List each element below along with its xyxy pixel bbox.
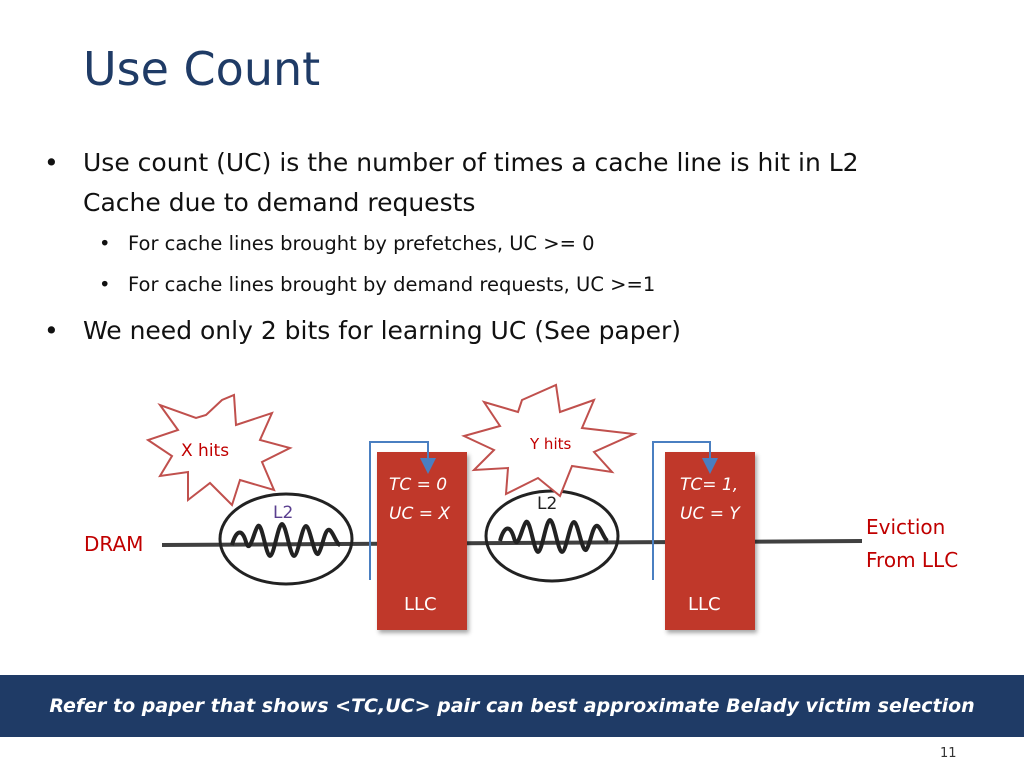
arrow-right — [652, 441, 718, 580]
bullet-line: Use count (UC) is the number of times a … — [83, 148, 859, 177]
bullet-two-bits: We need only 2 bits for learning UC (See… — [40, 311, 1000, 351]
llc-right-uc: UC = Y — [680, 504, 741, 524]
cache-diagram: DRAM L2 L2 X hits Y hits TC = 0 UC = X L… — [84, 383, 958, 630]
dram-label: DRAM — [84, 532, 143, 556]
l2-right-ellipse — [484, 489, 620, 583]
llc-left-tc: TC = 0 — [389, 475, 447, 495]
sub-bullet-prefetch: For cache lines brought by prefetches, U… — [40, 223, 1000, 264]
resistor-right — [498, 517, 610, 555]
l2-right-label: L2 — [537, 494, 557, 514]
llc-left-uc: UC = X — [389, 504, 450, 524]
l2-left-label: L2 — [273, 503, 293, 523]
bullet-use-count: Use count (UC) is the number of times a … — [40, 143, 1000, 223]
resistor-left — [230, 521, 342, 559]
slide-title: Use Count — [83, 42, 321, 96]
l2-left-ellipse — [218, 492, 354, 586]
y-hits-label: Y hits — [529, 435, 571, 453]
eviction-label-line2: From LLC — [866, 548, 958, 572]
llc-right-tc: TC= 1, — [680, 475, 738, 495]
sub-bullet-demand: For cache lines brought by demand reques… — [40, 264, 1000, 305]
arrow-left — [369, 441, 436, 580]
x-hits-burst — [145, 393, 293, 507]
bullet-line: Cache due to demand requests — [83, 188, 476, 217]
footer-text: Refer to paper that shows <TC,UC> pair c… — [49, 695, 975, 717]
bullet-list: Use count (UC) is the number of times a … — [40, 143, 1000, 351]
llc-right-box — [665, 452, 755, 630]
footer-banner: Refer to paper that shows <TC,UC> pair c… — [0, 675, 1024, 737]
eviction-label-line1: Eviction — [866, 515, 945, 539]
x-hits-label: X hits — [181, 441, 229, 461]
llc-left-label: LLC — [404, 594, 437, 615]
llc-right-label: LLC — [688, 594, 721, 615]
llc-left-box — [377, 452, 467, 630]
y-hits-burst — [461, 383, 638, 498]
page-number: 11 — [940, 746, 957, 761]
